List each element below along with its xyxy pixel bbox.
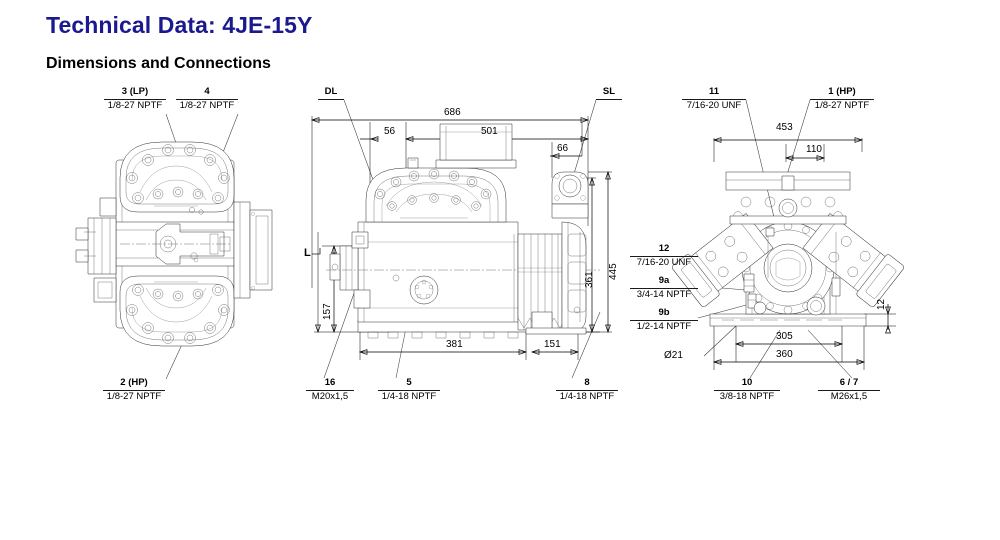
callout-rule: [318, 98, 344, 100]
dim-453: 453: [776, 122, 793, 133]
callout-id: 11: [708, 86, 720, 97]
callout-id: 1 (HP): [828, 86, 856, 97]
callout-id: 8: [584, 377, 590, 388]
left-view-graphic: [75, 113, 273, 380]
callout-rule: [810, 98, 874, 100]
callout-3-lp: 3 (LP) 1/8-27 NPTF: [104, 86, 166, 111]
callout-id: 5: [406, 377, 412, 388]
callout-id: 2 (HP): [120, 377, 148, 388]
callout-id: 9b: [658, 307, 670, 318]
callout-spec: 1/8-27 NPTF: [814, 99, 870, 111]
dim-501: 501: [481, 126, 498, 137]
page-title: Technical Data: 4JE-15Y: [46, 12, 313, 38]
callout-id: 4: [204, 86, 210, 97]
callout-12: 12 7/16-20 UNF: [630, 243, 698, 268]
compressor-front-outline: [672, 171, 904, 327]
dim-157: 157: [322, 303, 333, 320]
callout-spec: 1/2-14 NPTF: [636, 320, 692, 332]
callout-id: 10: [741, 377, 753, 388]
callout-id: 6 / 7: [839, 377, 859, 388]
dim-361: 361: [584, 271, 595, 288]
callout-6-7: 6 / 7 M26x1,5: [818, 377, 880, 402]
callout-1-hp: 1 (HP) 1/8-27 NPTF: [810, 86, 874, 111]
dim-56: 56: [384, 126, 396, 137]
callout-9b: 9b 1/2-14 NPTF: [630, 307, 698, 332]
dim-151: 151: [544, 339, 561, 350]
callout-spec: 1/8-27 NPTF: [107, 99, 163, 111]
dim-686: 686: [444, 107, 461, 118]
callout-rule: [818, 389, 880, 391]
centerline-label-L: L: [304, 247, 311, 259]
callout-9a: 9a 3/4-14 NPTF: [630, 275, 698, 300]
callout-rule: [596, 98, 622, 100]
callout-id: 16: [324, 377, 336, 388]
port-label-dl: DL: [318, 86, 344, 100]
callout-4: 4 1/8-27 NPTF: [176, 86, 238, 111]
callout-2-hp: 2 (HP) 1/8-27 NPTF: [103, 377, 165, 402]
callout-rule: [104, 98, 166, 100]
callout-8: 8 1/4-18 NPTF: [556, 377, 618, 402]
dim-305: 305: [776, 331, 793, 342]
callout-rule: [630, 319, 698, 321]
dim-110: 110: [806, 144, 822, 155]
callout-16: 16 M20x1,5: [306, 377, 354, 402]
callout-spec: 1/4-18 NPTF: [559, 390, 615, 402]
port-label-sl: SL: [596, 86, 622, 100]
dim-66: 66: [557, 143, 569, 154]
callout-rule: [176, 98, 238, 100]
callout-spec: 1/8-27 NPTF: [179, 99, 235, 111]
callout-spec: 7/16-20 UNF: [686, 99, 742, 111]
middle-view-graphic: [310, 99, 612, 379]
dim-12: 12: [876, 298, 887, 310]
right-front-view: 11 7/16-20 UNF 1 (HP) 1/8-27 NPTF 12 7/1…: [630, 82, 990, 412]
left-end-view: 3 (LP) 1/8-27 NPTF 4 1/8-27 NPTF 2 (HP) …: [70, 82, 285, 412]
page-subtitle: Dimensions and Connections: [46, 55, 271, 72]
callout-10: 10 3/8-18 NPTF: [714, 377, 780, 402]
callout-spec: M26x1,5: [830, 390, 868, 402]
callout-5: 5 1/4-18 NPTF: [378, 377, 440, 402]
diameter-note: Ø21: [664, 350, 683, 361]
right-view-graphic: [672, 99, 904, 379]
callout-rule: [103, 389, 165, 391]
callout-rule: [306, 389, 354, 391]
port-id: SL: [602, 86, 616, 97]
callout-11: 11 7/16-20 UNF: [682, 86, 746, 111]
callout-rule: [630, 287, 698, 289]
callout-id: 3 (LP): [121, 86, 149, 97]
middle-side-view: DL SL 686 501 56 66 381 151 157 361 445 …: [300, 82, 630, 412]
callout-spec: M20x1,5: [311, 390, 349, 402]
callout-spec: 3/4-14 NPTF: [636, 288, 692, 300]
callout-rule: [378, 389, 440, 391]
dim-381: 381: [446, 339, 463, 350]
callout-spec: 1/4-18 NPTF: [381, 390, 437, 402]
callout-rule: [714, 389, 780, 391]
port-id: DL: [324, 86, 338, 97]
callout-rule: [556, 389, 618, 391]
callout-id: 12: [658, 243, 670, 254]
callout-spec: 7/16-20 UNF: [636, 256, 692, 268]
drawing-area: 3 (LP) 1/8-27 NPTF 4 1/8-27 NPTF 2 (HP) …: [0, 82, 1000, 412]
dim-445: 445: [608, 263, 619, 280]
callout-spec: 1/8-27 NPTF: [106, 390, 162, 402]
callout-spec: 3/8-18 NPTF: [719, 390, 775, 402]
dim-360: 360: [776, 349, 793, 360]
callout-rule: [630, 255, 698, 257]
callout-id: 9a: [658, 275, 670, 286]
callout-rule: [682, 98, 746, 100]
compressor-end-outline: [75, 141, 273, 347]
compressor-side-outline: [326, 123, 600, 339]
